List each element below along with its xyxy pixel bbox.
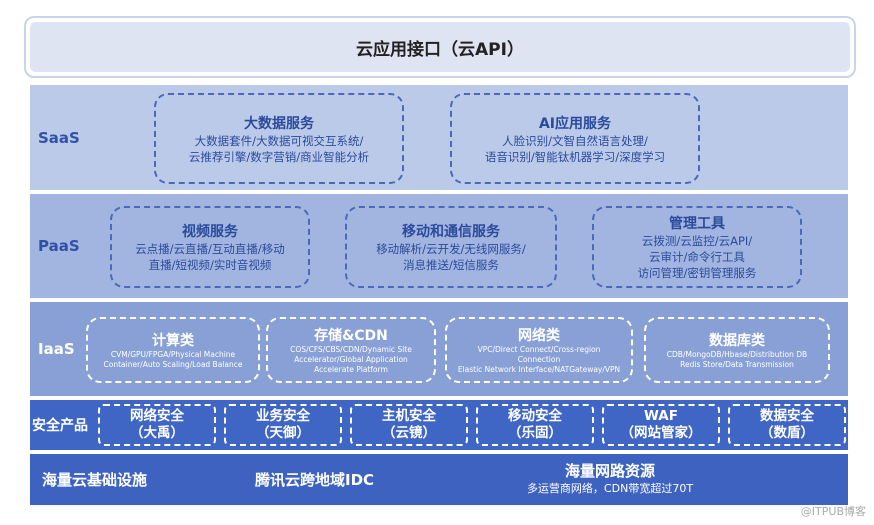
box-line: 云推荐引擎/数字营销/商业智能分析 <box>188 149 370 164</box>
box-title: WAF <box>644 408 678 424</box>
box-title: 大数据服务 <box>244 115 314 132</box>
box-line: 云拨测/云监控/云API/ <box>641 234 753 248</box>
box-line: COS/CFS/CBS/CDN/Dynamic Site <box>290 345 412 354</box>
saas-label: SaaS <box>38 128 80 147</box>
infrastructure-item: 海量云基础设施 <box>42 471 148 489</box>
cloud-api-title: 云应用接口（云API） <box>30 22 850 72</box>
ai-services-box: AI应用服务 人脸识别/文智自然语言处理/ 语音识别/智能钛机器学习/深度学习 <box>450 93 700 184</box>
security-box-data: 数据安全 （数盾） <box>728 404 846 446</box>
saas-layer: SaaS 大数据服务 大数据套件/大数据可视交互系统/ 云推荐引擎/数字营销/商… <box>30 85 848 190</box>
box-sub: （大禹） <box>130 425 184 441</box>
box-line: Accelerator/Global Application <box>294 355 408 364</box>
network-resources-title: 海量网路资源 <box>564 462 655 480</box>
box-title: 计算类 <box>152 333 194 349</box>
box-title: 管理工具 <box>669 216 725 232</box>
box-sub: （数盾） <box>760 425 814 441</box>
box-line: Connection <box>517 355 561 364</box>
box-line: Container/Auto Scaling/Load Balance <box>103 360 243 369</box>
management-tools-box: 管理工具 云拨测/云监控/云API/ 云审计/命令行工具 访问管理/密钥管理服务 <box>592 206 802 288</box>
iaas-label: IaaS <box>38 340 75 358</box>
box-title: 网络类 <box>518 328 560 344</box>
box-line: CVM/GPU/FPGA/Physical Machine <box>110 350 236 359</box>
infrastructure-layer: 海量云基础设施 腾讯云跨地域IDC 海量网路资源 多运营商网络，CDN带宽超过7… <box>30 454 848 505</box>
box-title: 视频服务 <box>182 224 238 240</box>
box-line: VPC/Direct Connect/Cross-region <box>477 345 601 354</box>
box-line: 人脸识别/文智自然语言处理/ <box>502 133 648 148</box>
mobile-communication-box: 移动和通信服务 移动解析/云开发/无线网服务/ 消息推送/短信服务 <box>345 206 557 288</box>
network-resources-sub: 多运营商网络，CDN带宽超过70T <box>526 482 694 495</box>
box-title: AI应用服务 <box>538 115 612 132</box>
box-line: 消息推送/短信服务 <box>403 258 499 272</box>
idc-item: 腾讯云跨地域IDC <box>255 471 375 489</box>
box-line: 语音识别/智能钛机器学习/深度学习 <box>484 149 666 164</box>
network-resources-item: 海量网路资源 多运营商网络，CDN带宽超过70T <box>500 460 720 497</box>
box-sub: （云镜） <box>382 425 436 441</box>
security-box-host: 主机安全 （云镜） <box>350 404 468 446</box>
box-title: 移动安全 <box>508 408 562 424</box>
box-title: 数据安全 <box>760 408 814 424</box>
security-box-network: 网络安全 （大禹） <box>98 404 216 446</box>
box-title: 存储&CDN <box>314 328 388 344</box>
box-line: Redis Store/Data Transmission <box>680 360 794 369</box>
box-line: 访问管理/密钥管理服务 <box>637 266 757 280</box>
box-title: 业务安全 <box>256 408 310 424</box>
big-data-services-box: 大数据服务 大数据套件/大数据可视交互系统/ 云推荐引擎/数字营销/商业智能分析 <box>154 93 404 184</box>
box-sub: （乐固） <box>508 425 562 441</box>
video-services-box: 视频服务 云点播/云直播/互动直播/移动 直播/短视频/实时音视频 <box>110 206 310 288</box>
compute-box: 计算类 CVM/GPU/FPGA/Physical Machine Contai… <box>86 317 260 383</box>
box-line: Accelerate Platform <box>314 365 388 374</box>
paas-layer: PaaS 视频服务 云点播/云直播/互动直播/移动 直播/短视频/实时音视频 移… <box>30 194 848 298</box>
box-title: 移动和通信服务 <box>402 224 500 240</box>
cloud-api-layer: 云应用接口（云API） <box>24 16 856 78</box>
box-line: 移动解析/云开发/无线网服务/ <box>376 242 526 256</box>
storage-cdn-box: 存储&CDN COS/CFS/CBS/CDN/Dynamic Site Acce… <box>266 317 436 383</box>
box-sub: （网站管家） <box>620 425 702 441</box>
iaas-layer: IaaS 计算类 CVM/GPU/FPGA/Physical Machine C… <box>30 302 848 396</box>
box-line: CDB/MongoDB/Hbase/Distribution DB <box>666 350 808 359</box>
database-box: 数据库类 CDB/MongoDB/Hbase/Distribution DB R… <box>644 317 830 383</box>
box-sub: （天御） <box>256 425 310 441</box>
box-line: Elastic Network Interface/NATGateway/VPN <box>457 365 621 374</box>
security-layer: 安全产品 网络安全 （大禹） 业务安全 （天御） 主机安全 （云镜） 移动安全 … <box>30 400 848 450</box>
security-label: 安全产品 <box>32 418 88 434</box>
box-line: 直播/短视频/实时音视频 <box>148 258 272 272</box>
box-title: 网络安全 <box>130 408 184 424</box>
security-box-business: 业务安全 （天御） <box>224 404 342 446</box>
security-box-waf: WAF （网站管家） <box>602 404 720 446</box>
box-title: 数据库类 <box>709 333 765 349</box>
network-box: 网络类 VPC/Direct Connect/Cross-region Conn… <box>445 317 633 383</box>
security-box-mobile: 移动安全 （乐固） <box>476 404 594 446</box>
box-line: 云点播/云直播/互动直播/移动 <box>135 242 285 256</box>
box-line: 大数据套件/大数据可视交互系统/ <box>194 133 364 148</box>
box-line: 云审计/命令行工具 <box>649 250 745 264</box>
box-title: 主机安全 <box>382 408 436 424</box>
paas-label: PaaS <box>38 237 80 255</box>
watermark: @ITPUB博客 <box>800 505 866 518</box>
